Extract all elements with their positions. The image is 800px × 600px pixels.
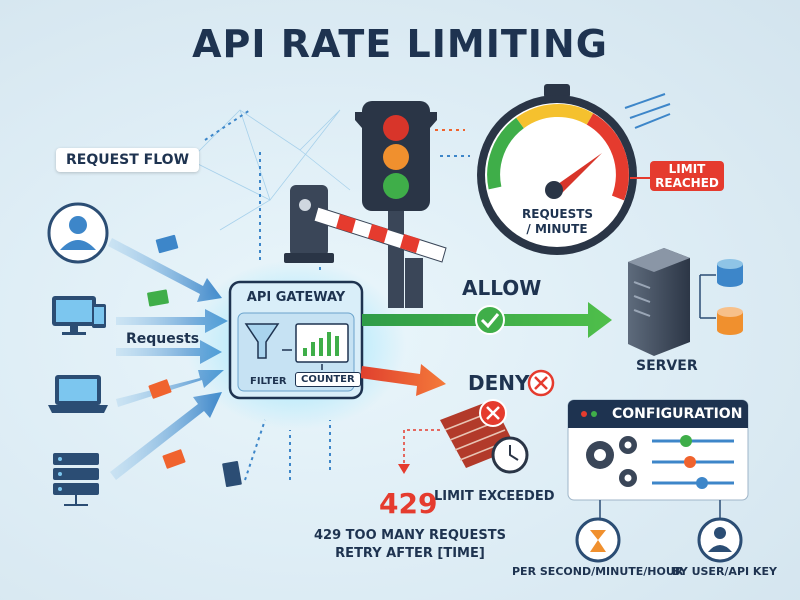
filter-label: FILTER	[250, 376, 287, 387]
error-message-line1: 429 TOO MANY REQUESTS	[314, 528, 506, 543]
limit-reached-line2: REACHED	[655, 176, 719, 190]
speedometer-gauge	[477, 84, 637, 255]
allow-arrow	[362, 302, 612, 338]
allow-label: ALLOW	[462, 276, 542, 300]
api-gateway-title: API GATEWAY	[246, 290, 346, 305]
limit-reached-badge: LIMIT REACHED	[650, 161, 724, 191]
gauge-label-line1: REQUESTS	[522, 207, 594, 221]
server-stack-icon	[53, 453, 99, 506]
error-message: 429 TOO MANY REQUESTS RETRY AFTER [TIME]	[300, 527, 520, 563]
by-user-label: BY USER/API KEY	[672, 565, 777, 578]
configuration-title: CONFIGURATION	[612, 406, 743, 422]
configuration-panel	[567, 399, 749, 501]
desktop-icon	[52, 296, 106, 335]
gauge-label-line2: / MINUTE	[526, 222, 588, 236]
timer-icon	[575, 517, 621, 563]
requests-label: Requests	[126, 331, 200, 347]
user-key-icon	[697, 517, 743, 563]
config-connectors	[599, 500, 721, 518]
page-title: API RATE LIMITING	[192, 22, 608, 66]
request-flow-label: REQUEST FLOW	[56, 148, 200, 172]
deny-x-icon	[527, 369, 555, 397]
counter-label: COUNTER	[295, 372, 361, 387]
limit-reached-line1: LIMIT	[668, 162, 706, 176]
deny-label: DENY	[468, 371, 530, 395]
deny-arrow	[360, 364, 446, 396]
server-label: SERVER	[636, 358, 698, 374]
error-code-429: 429	[379, 487, 438, 520]
slider-controls	[652, 435, 734, 489]
bar-chart-icon	[295, 323, 349, 363]
gauge-label: REQUESTS / MINUTE	[522, 207, 594, 237]
per-time-label: PER SECOND/MINUTE/HOUR	[512, 565, 684, 578]
envelope-icon	[147, 234, 242, 488]
server-icon	[628, 248, 690, 356]
database-icon	[699, 259, 743, 335]
laptop-icon	[48, 375, 108, 413]
dotted-arrow-429	[403, 429, 440, 470]
speed-lines-icon	[624, 93, 671, 129]
gears-icon	[586, 436, 637, 487]
funnel-icon	[244, 323, 280, 359]
limit-exceeded-label: LIMIT EXCEEDED	[434, 489, 555, 504]
traffic-light-icon	[355, 101, 437, 308]
error-message-line2: RETRY AFTER [TIME]	[335, 546, 485, 561]
user-icon	[47, 202, 109, 264]
barrier-gate-icon	[284, 185, 447, 308]
clock-icon	[491, 436, 529, 474]
network-lines	[189, 109, 351, 231]
